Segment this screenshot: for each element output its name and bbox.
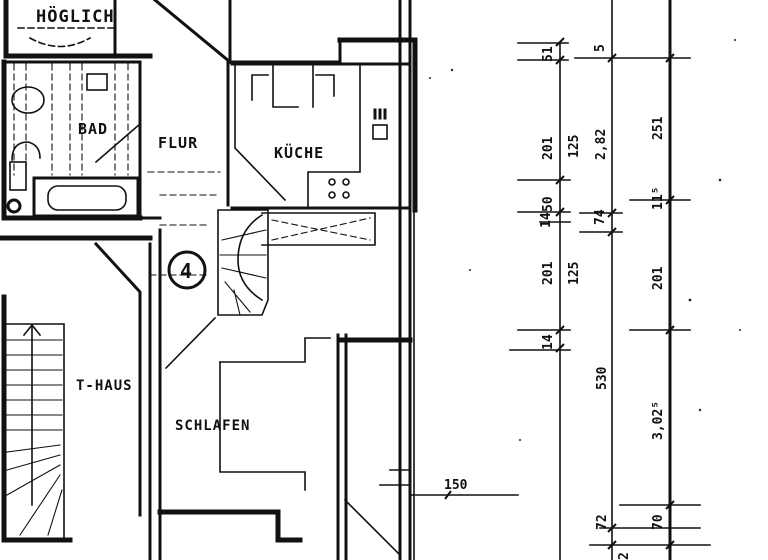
exterior-wall-east bbox=[398, 0, 415, 560]
unit-number: 4 bbox=[180, 259, 193, 283]
dim-14-lower: 14 bbox=[541, 334, 556, 350]
room-schlafen: SCHLAFEN bbox=[157, 333, 413, 560]
dim-50: 50 bbox=[541, 196, 556, 212]
dim-125-upper: 125 bbox=[567, 135, 582, 158]
dim-530: 530 bbox=[595, 366, 610, 390]
unit-marker: 4 bbox=[167, 250, 207, 290]
stair-direction-arrow-icon bbox=[22, 323, 42, 337]
room-kueche: KÜCHE bbox=[230, 37, 418, 213]
dim-74: 74 bbox=[593, 209, 608, 225]
dim-14-upper: 14 bbox=[539, 212, 554, 228]
toilet-icon bbox=[11, 86, 45, 114]
dim-11-5: 11⁵ bbox=[651, 187, 666, 210]
dim-201-upper: 201 bbox=[541, 136, 556, 160]
bathtub-icon bbox=[32, 176, 140, 218]
dim-201-lower: 201 bbox=[541, 261, 556, 285]
dim-150: 150 bbox=[444, 478, 468, 493]
dimension-horizontal-150: 150 bbox=[411, 478, 519, 500]
dim-2-82: 2,82 bbox=[594, 129, 609, 160]
stove-icon bbox=[328, 178, 350, 199]
sink-icon bbox=[86, 73, 108, 91]
dim-72: 72 bbox=[595, 514, 610, 530]
straight-staircase bbox=[6, 323, 65, 541]
room-label-schlafen: SCHLAFEN bbox=[175, 418, 250, 434]
room-label-flur: FLUR bbox=[158, 134, 198, 152]
dim-125-lower: 125 bbox=[567, 262, 582, 285]
room-label-kueche: KÜCHE bbox=[274, 143, 324, 162]
room-moeglich: HÖGLICH bbox=[3, 0, 153, 59]
room-label-t-haus: T-HAUS bbox=[76, 378, 133, 394]
room-bad: BAD bbox=[1, 59, 143, 221]
dim-201-right: 201 bbox=[651, 266, 666, 290]
spiral-staircase bbox=[164, 209, 376, 370]
room-flur: FLUR bbox=[138, 0, 342, 276]
scan-noise bbox=[429, 39, 741, 441]
room-label-bad: BAD bbox=[78, 120, 108, 138]
dim-5: 5 bbox=[593, 44, 608, 52]
dim-51: 51 bbox=[541, 46, 556, 62]
dimension-chains: 51 201 50 14 201 14 125 74 125 530 72 2 … bbox=[509, 0, 711, 560]
dim-2: 2 bbox=[617, 552, 632, 560]
room-label-moeglich: HÖGLICH bbox=[36, 5, 115, 27]
dim-70: 70 bbox=[651, 514, 666, 530]
appliance-icon bbox=[372, 124, 388, 140]
dim-251: 251 bbox=[651, 116, 666, 140]
dim-3-02: 3,02⁵ bbox=[651, 401, 666, 440]
room-t-haus: T-HAUS bbox=[0, 228, 162, 560]
